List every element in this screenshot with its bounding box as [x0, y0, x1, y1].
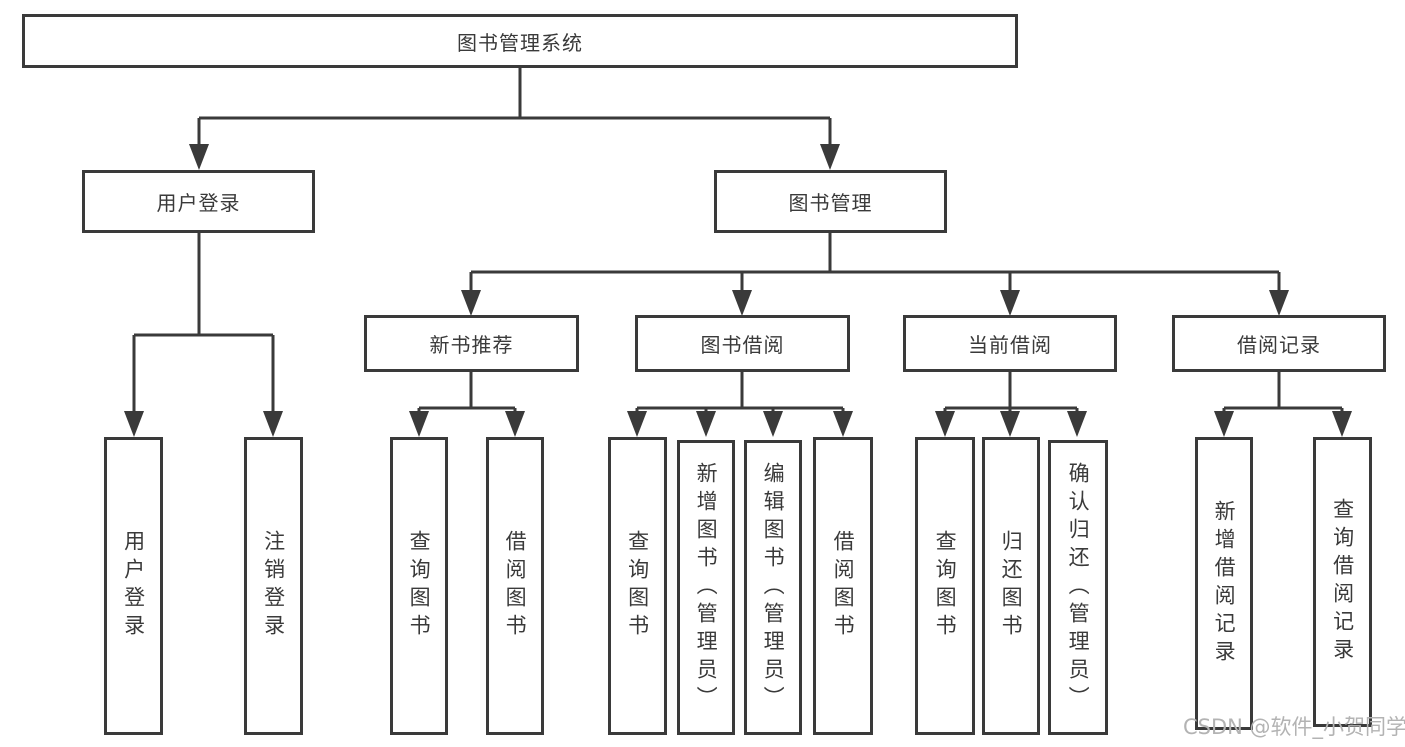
- leaf-records-query-record: 查询借阅记录: [1313, 437, 1372, 727]
- leaf-user-login: 用户登录: [104, 437, 163, 735]
- leaf-current-return-books: 归还图书: [982, 437, 1040, 735]
- leaf-recommend-query-books-label: 查询图书: [407, 530, 432, 642]
- node-current-borrow-label: 当前借阅: [968, 333, 1052, 357]
- leaf-current-query-books-label: 查询图书: [933, 530, 958, 642]
- node-borrow-records-label: 借阅记录: [1237, 333, 1321, 357]
- leaf-records-add-record: 新增借阅记录: [1195, 437, 1253, 730]
- leaf-borrow-add-books: 新增图书（管理员）: [677, 440, 735, 735]
- node-user-login: 用户登录: [82, 170, 315, 233]
- leaf-recommend-borrow-books-label: 借阅图书: [503, 530, 528, 642]
- node-user-login-label: 用户登录: [156, 191, 241, 215]
- leaf-borrow-query-books-label: 查询图书: [625, 530, 650, 642]
- node-current-borrow: 当前借阅: [903, 315, 1117, 372]
- leaf-borrow-query-books: 查询图书: [608, 437, 667, 735]
- node-book-management: 图书管理: [714, 170, 947, 233]
- leaf-current-query-books: 查询图书: [915, 437, 975, 735]
- node-root-label: 图书管理系统: [457, 30, 583, 55]
- leaf-user-login-label: 用户登录: [121, 530, 146, 642]
- leaf-recommend-borrow-books: 借阅图书: [486, 437, 544, 735]
- leaf-recommend-query-books: 查询图书: [390, 437, 448, 735]
- leaf-borrow-borrow-books-label: 借阅图书: [831, 530, 856, 642]
- node-new-book-recommend: 新书推荐: [364, 315, 579, 372]
- leaf-logout: 注销登录: [244, 437, 303, 735]
- watermark: CSDN @软件_小贺同学: [1183, 715, 1405, 739]
- node-book-borrow-label: 图书借阅: [700, 333, 785, 357]
- leaf-borrow-edit-books: 编辑图书（管理员）: [744, 440, 802, 735]
- leaf-logout-label: 注销登录: [261, 530, 286, 642]
- leaf-current-confirm-return: 确认归还（管理员）: [1048, 440, 1108, 735]
- leaf-borrow-borrow-books: 借阅图书: [813, 437, 873, 735]
- node-book-borrow: 图书借阅: [635, 315, 850, 372]
- node-root: 图书管理系统: [22, 14, 1018, 68]
- leaf-borrow-edit-books-label: 编辑图书（管理员）: [761, 461, 786, 714]
- node-borrow-records: 借阅记录: [1172, 315, 1386, 372]
- leaf-current-return-books-label: 归还图书: [999, 530, 1024, 642]
- node-new-book-recommend-label: 新书推荐: [429, 333, 514, 357]
- leaf-current-confirm-return-label: 确认归还（管理员）: [1066, 461, 1091, 714]
- leaf-borrow-add-books-label: 新增图书（管理员）: [694, 461, 719, 714]
- leaf-records-add-record-label: 新增借阅记录: [1212, 499, 1237, 668]
- node-book-management-label: 图书管理: [788, 191, 873, 215]
- leaf-records-query-record-label: 查询借阅记录: [1330, 498, 1355, 666]
- arrowheads: [124, 144, 1352, 437]
